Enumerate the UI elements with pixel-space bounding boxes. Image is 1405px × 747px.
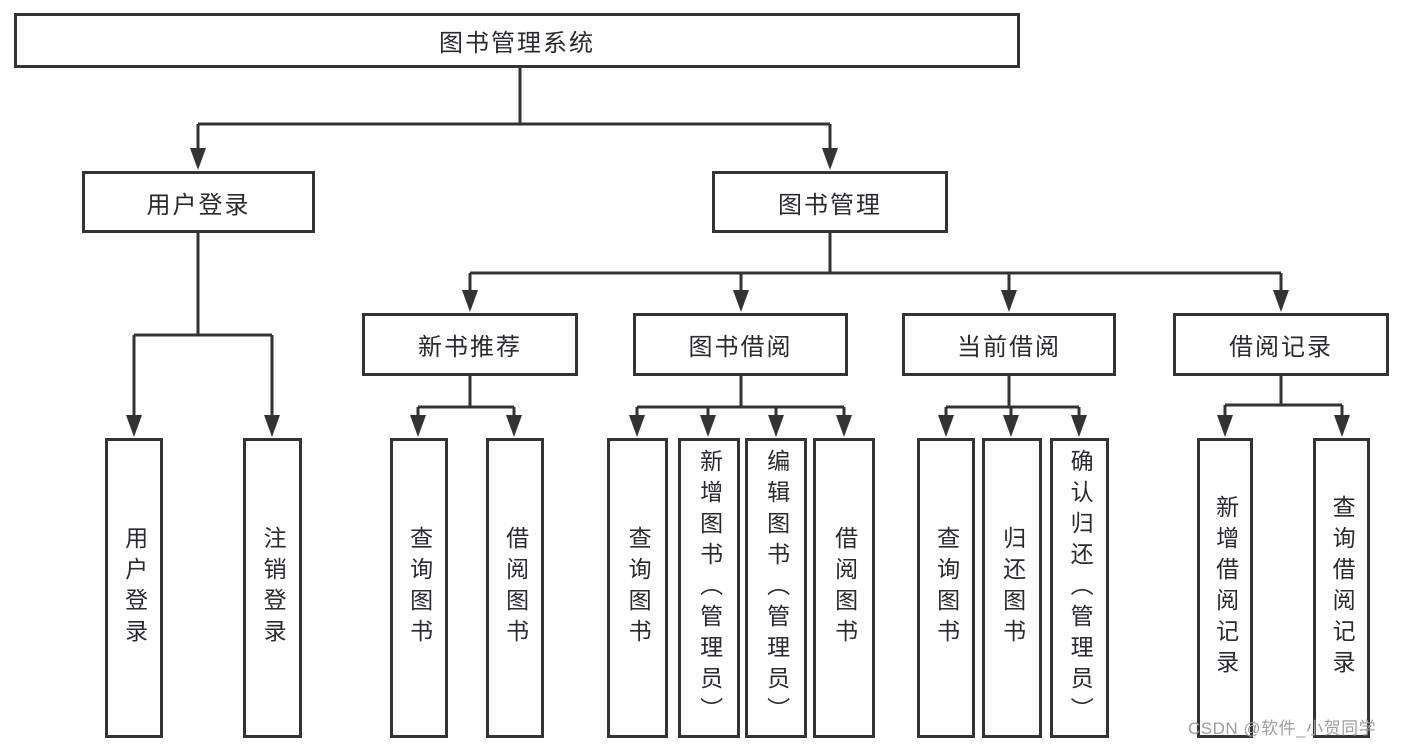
leaf-confirm-return-admin: 确认归还（管理员） bbox=[1050, 438, 1109, 738]
leaf-query-books-recommend: 查询图书 bbox=[390, 438, 448, 738]
arrowhead bbox=[1071, 415, 1087, 437]
arrowhead bbox=[1003, 415, 1019, 437]
node-book-management: 图书管理 bbox=[712, 171, 948, 233]
leaf-label: 查询图书 bbox=[406, 526, 433, 650]
arrowhead bbox=[1001, 290, 1017, 312]
leaf-add-book-admin: 新增图书（管理员） bbox=[678, 438, 740, 738]
leaf-label: 查询图书 bbox=[625, 526, 652, 650]
arrowhead bbox=[126, 415, 142, 437]
connector-lines bbox=[132, 68, 1344, 418]
connector-book-borrow-children bbox=[635, 376, 846, 418]
leaf-edit-book-admin: 编辑图书（管理员） bbox=[745, 438, 807, 738]
arrowheads bbox=[126, 148, 1350, 437]
arrowhead bbox=[768, 415, 784, 437]
arrowhead bbox=[629, 415, 645, 437]
arrowhead bbox=[410, 415, 426, 437]
arrowhead bbox=[822, 148, 838, 170]
connector-user-login-children bbox=[132, 233, 274, 417]
arrowhead bbox=[733, 290, 749, 312]
leaf-label: 注销登录 bbox=[260, 526, 287, 650]
arrowhead bbox=[1217, 415, 1233, 437]
arrowhead bbox=[462, 290, 478, 312]
csdn-watermark: CSDN @软件_小贺同学 bbox=[1188, 719, 1377, 738]
leaf-label: 借阅图书 bbox=[502, 526, 529, 650]
leaf-user-login: 用户登录 bbox=[105, 438, 163, 738]
connector-new-book-recommend-children bbox=[416, 376, 516, 418]
leaf-label: 新增图书（管理员） bbox=[696, 448, 723, 728]
node-library-system: 图书管理系统 bbox=[14, 13, 1020, 68]
node-borrow-records: 借阅记录 bbox=[1173, 313, 1389, 376]
arrowhead bbox=[938, 415, 954, 437]
leaf-query-books-current: 查询图书 bbox=[917, 438, 975, 738]
leaf-query-books-borrow: 查询图书 bbox=[607, 438, 668, 738]
arrowhead bbox=[264, 415, 280, 437]
node-current-borrow: 当前借阅 bbox=[902, 313, 1116, 376]
leaf-borrow-books-recommend: 借阅图书 bbox=[486, 438, 544, 738]
connector-current-borrow-children bbox=[944, 376, 1081, 418]
leaf-label: 归还图书 bbox=[999, 526, 1026, 650]
leaf-label: 编辑图书（管理员） bbox=[763, 448, 790, 728]
leaf-logout: 注销登录 bbox=[243, 438, 302, 738]
connector-root-to-level2 bbox=[196, 68, 832, 151]
connector-book-management-children bbox=[468, 233, 1283, 293]
leaf-add-borrow-record: 新增借阅记录 bbox=[1197, 438, 1253, 738]
connector-borrow-records-children bbox=[1223, 376, 1344, 418]
arrowhead bbox=[1334, 415, 1350, 437]
leaf-label: 用户登录 bbox=[121, 526, 148, 650]
leaf-label: 查询借阅记录 bbox=[1329, 495, 1356, 681]
arrowhead bbox=[700, 415, 716, 437]
leaf-return-book: 归还图书 bbox=[982, 438, 1042, 738]
node-book-borrow: 图书借阅 bbox=[633, 313, 848, 376]
leaf-query-borrow-record: 查询借阅记录 bbox=[1313, 438, 1370, 738]
arrowhead bbox=[836, 415, 852, 437]
leaf-label: 借阅图书 bbox=[831, 526, 858, 650]
arrowhead bbox=[190, 148, 206, 170]
arrowhead bbox=[1273, 290, 1289, 312]
leaf-label: 确认归还（管理员） bbox=[1067, 448, 1094, 728]
node-user-login: 用户登录 bbox=[82, 171, 315, 233]
leaf-borrow-books: 借阅图书 bbox=[813, 438, 875, 738]
arrowhead bbox=[506, 415, 522, 437]
node-new-book-recommend: 新书推荐 bbox=[362, 313, 578, 376]
leaf-label: 新增借阅记录 bbox=[1212, 495, 1239, 681]
leaf-label: 查询图书 bbox=[933, 526, 960, 650]
